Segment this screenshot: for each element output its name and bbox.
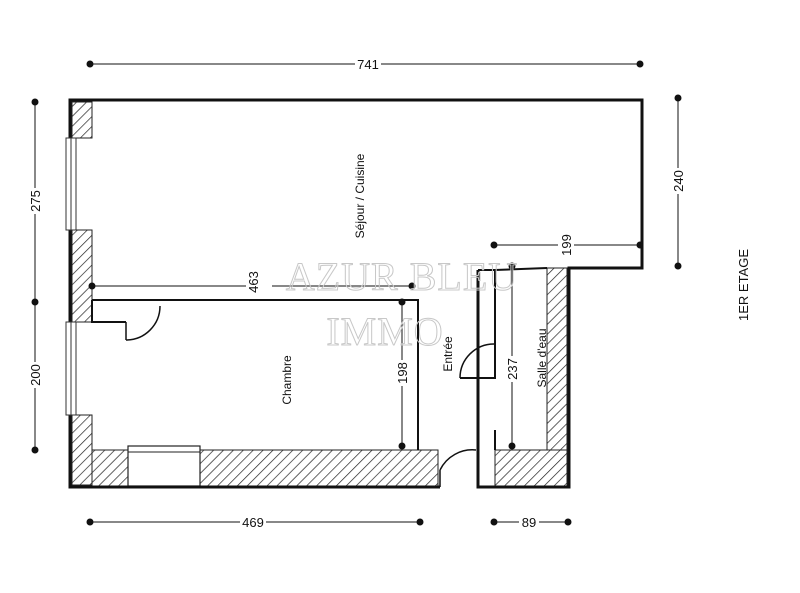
wall-sde-top <box>494 267 548 271</box>
outer-wall-top-right <box>68 98 644 489</box>
dim-step-width: 199 <box>559 234 574 256</box>
dim-chambre-height: 198 <box>395 362 410 384</box>
watermark-line2: IMMO <box>326 309 443 354</box>
door-chambre <box>125 305 161 341</box>
doors <box>125 305 495 487</box>
watermark: AZUR BLEU IMMO <box>285 254 518 355</box>
dim-sde-height: 237 <box>505 358 520 380</box>
wall-bottom-sde <box>494 449 568 487</box>
dim-left-lower: 200 <box>28 364 43 386</box>
wall-chambre-top-right <box>160 299 419 450</box>
wall-sde-right <box>546 267 568 451</box>
wall-left-bottom <box>71 414 93 486</box>
dim-inner-width: 463 <box>246 271 261 293</box>
dim-bottom-right: 89 <box>522 515 536 530</box>
wall-chambre-top <box>91 300 126 323</box>
outer-walls <box>68 98 644 489</box>
dimension-labels: 741 240 275 200 469 89 463 199 198 237 <box>27 56 686 530</box>
outer-wall-left-bottom <box>68 415 440 489</box>
room-label-chambre: Chambre <box>280 355 294 405</box>
interior-walls <box>91 267 548 450</box>
watermark-line1: AZUR BLEU <box>286 254 518 299</box>
door-main <box>439 449 477 487</box>
dim-bottom-left: 469 <box>242 515 264 530</box>
windows <box>65 137 77 416</box>
room-labels: Séjour / Cuisine Chambre Entrée Salle d'… <box>280 153 549 404</box>
dim-left-upper: 275 <box>28 190 43 212</box>
door-entree <box>459 343 495 379</box>
dim-top-width: 741 <box>357 57 379 72</box>
wall-entree-left <box>460 269 496 379</box>
room-label-salle-eau: Salle d'eau <box>535 328 549 387</box>
floor-label: 1ER ETAGE <box>736 249 751 321</box>
wall-left-top <box>71 101 93 139</box>
dim-right-height: 240 <box>671 170 686 192</box>
room-label-entree: Entrée <box>441 336 455 372</box>
room-label-sejour: Séjour / Cuisine <box>353 153 367 238</box>
wall-left-middle <box>71 229 93 323</box>
